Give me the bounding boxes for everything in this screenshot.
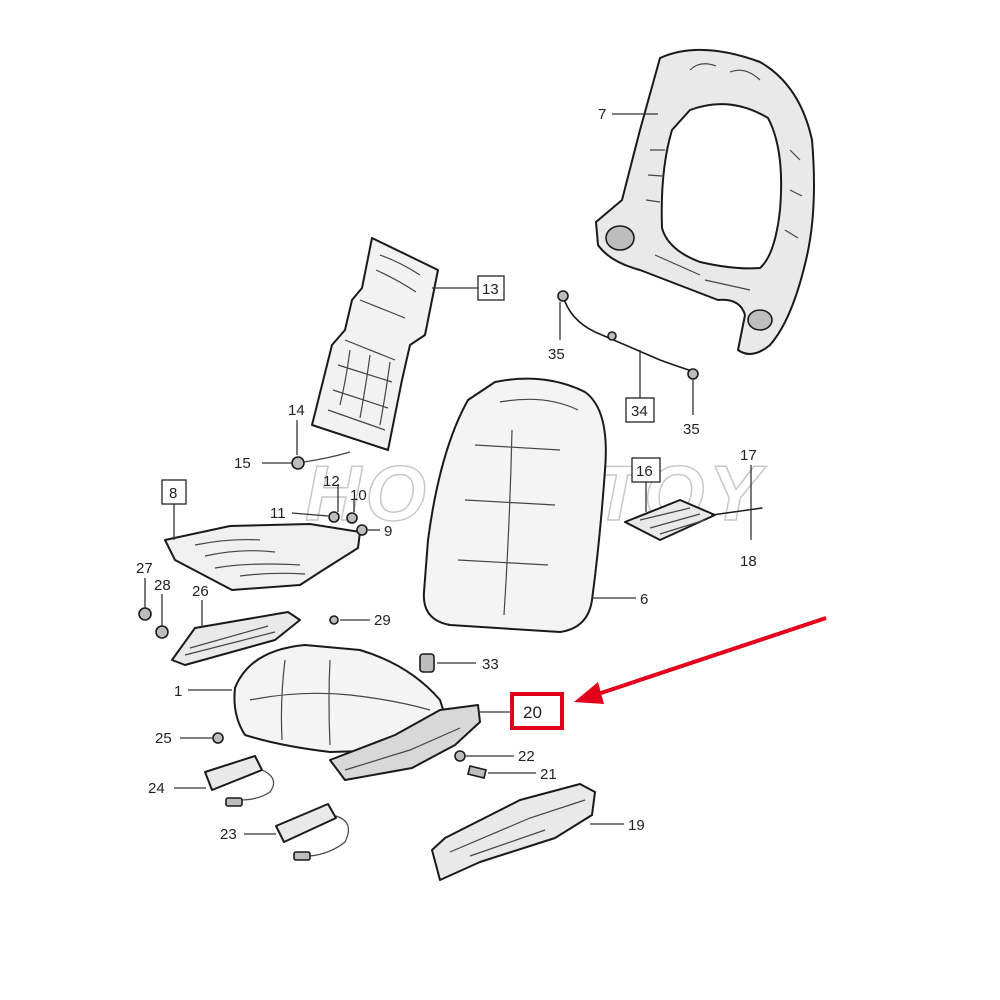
- callout-16: 16: [636, 463, 653, 480]
- part-27-28-screws: [138, 607, 169, 639]
- part-6-backrest-cover: [422, 377, 607, 633]
- callout-19: 19: [628, 817, 645, 834]
- callout-23: 23: [220, 826, 237, 843]
- part-23-switch-module: [275, 803, 350, 861]
- callout-16-box: [631, 457, 661, 483]
- callout-34-box: [625, 397, 655, 423]
- callout-18: 18: [740, 553, 757, 570]
- callout-11: 11: [270, 505, 286, 522]
- callout-34: 34: [631, 403, 648, 420]
- part-21-22-bolt-washer: [454, 750, 487, 779]
- callout-7: 7: [598, 106, 606, 123]
- callout-13: 13: [482, 281, 499, 298]
- part-16-sensor-mat: [624, 499, 763, 541]
- part-25-screw: [212, 732, 224, 744]
- callout-12: 12: [323, 473, 340, 490]
- part-13-heating-pad: [311, 237, 439, 451]
- part-33-clip: [419, 653, 435, 673]
- callout-20: 20: [523, 703, 542, 722]
- callout-25: 25: [155, 730, 172, 747]
- part-20-side-panel: [329, 704, 481, 781]
- callout-24: 24: [148, 780, 165, 797]
- part-26-side-trim: [171, 611, 301, 666]
- part-9-12-clips: [328, 511, 368, 536]
- part-29-pin: [329, 615, 339, 625]
- callout-35-bottom: 35: [683, 421, 700, 438]
- callout-8-box: [161, 479, 187, 505]
- callout-27: 27: [136, 560, 153, 577]
- callout-10: 10: [350, 487, 367, 504]
- part-19-outer-trim: [431, 783, 596, 881]
- callout-21: 21: [540, 766, 557, 783]
- callout-8: 8: [169, 485, 177, 502]
- callout-33: 33: [482, 656, 499, 673]
- part-8-seat-heating-mat: [164, 523, 361, 591]
- part-34-cable: [557, 290, 699, 380]
- highlight-arrowhead: [574, 682, 604, 704]
- callout-6: 6: [640, 591, 648, 608]
- part-7-backrest-frame: [595, 48, 815, 355]
- callout-14: 14: [288, 402, 305, 419]
- highlight-arrow: [591, 616, 827, 698]
- callout-9: 9: [384, 523, 392, 540]
- callout-17: 17: [740, 447, 757, 464]
- callout-22: 22: [518, 748, 535, 765]
- callout-1: 1: [174, 683, 182, 700]
- callout-26: 26: [192, 583, 209, 600]
- part-24-switch-module: [204, 755, 275, 807]
- callout-35-top: 35: [548, 346, 565, 363]
- callout-13-box: [477, 275, 505, 301]
- callout-15: 15: [234, 455, 251, 472]
- callout-29: 29: [374, 612, 391, 629]
- highlight-box-20: [510, 692, 564, 730]
- callout-28: 28: [154, 577, 171, 594]
